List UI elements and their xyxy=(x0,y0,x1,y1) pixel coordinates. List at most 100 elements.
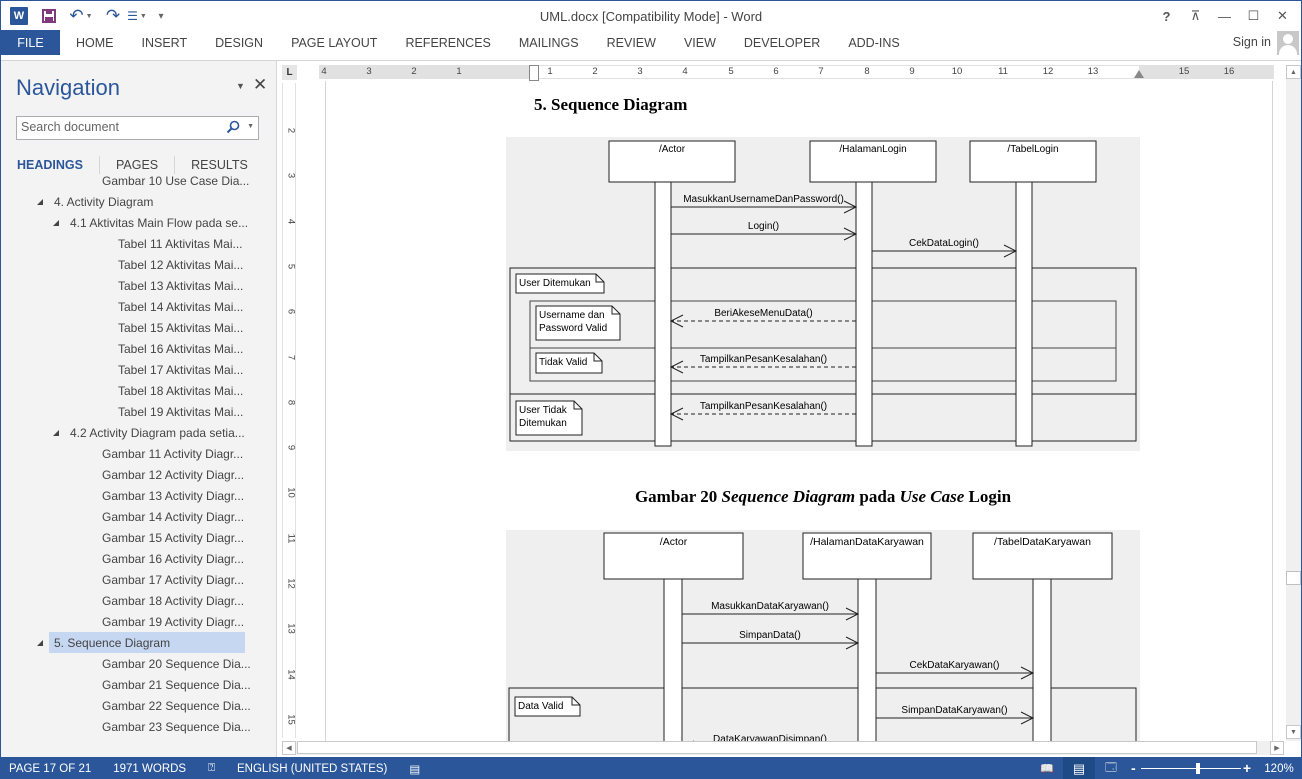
numbering-button[interactable]: ☰▼ xyxy=(125,6,149,26)
zoom-level[interactable]: 120% xyxy=(1264,762,1294,775)
nav-heading-item[interactable]: 4. Activity Diagram xyxy=(49,191,158,212)
horizontal-scrollbar[interactable]: ◀ ▶ xyxy=(282,741,1284,755)
tab-pages[interactable]: PAGES xyxy=(115,158,159,172)
tab-results[interactable]: RESULTS xyxy=(191,158,248,172)
search-options-dropdown-icon[interactable]: ▼ xyxy=(247,123,254,130)
numbering-dropdown-icon[interactable]: ▼ xyxy=(139,12,147,20)
collapse-triangle-icon[interactable] xyxy=(37,640,43,646)
read-mode-button[interactable]: 📖 xyxy=(1031,757,1063,779)
scroll-left-button[interactable]: ◀ xyxy=(282,741,296,755)
sequence-diagram-karyawan[interactable]: /Actor/HalamanDataKaryawan/TabelDataKary… xyxy=(506,530,1140,741)
tab-file[interactable]: FILE xyxy=(1,30,60,55)
search-icon[interactable] xyxy=(226,120,240,134)
ruler-tick-label: 6 xyxy=(285,309,297,315)
document-area: 5. Sequence Diagram /Actor/HalamanLogin/… xyxy=(298,81,1274,741)
undo-button[interactable]: ↶▼ xyxy=(69,6,93,26)
scroll-down-button[interactable]: ▼ xyxy=(1286,725,1301,739)
web-layout-button[interactable]: 🗔 xyxy=(1095,757,1127,779)
quick-access-toolbar: W ↶▼ ↷ ☰▼ ▾ xyxy=(7,6,173,26)
nav-heading-item[interactable]: Gambar 13 Activity Diagr... xyxy=(97,485,249,506)
nav-heading-item[interactable]: Gambar 15 Activity Diagr... xyxy=(97,527,249,548)
sign-in-link[interactable]: Sign in xyxy=(1232,35,1271,49)
print-layout-button[interactable]: ▤ xyxy=(1063,757,1095,779)
tab-view[interactable]: VIEW xyxy=(683,35,716,50)
tab-home[interactable]: HOME xyxy=(76,35,114,50)
nav-heading-item[interactable]: 5. Sequence Diagram xyxy=(49,632,245,653)
nav-heading-item[interactable]: Tabel 14 Aktivitas Mai... xyxy=(113,296,248,317)
zoom-slider-thumb[interactable] xyxy=(1196,763,1200,774)
nav-heading-item[interactable]: Gambar 21 Sequence Dia... xyxy=(97,674,256,695)
nav-heading-item[interactable]: Gambar 20 Sequence Dia... xyxy=(97,653,256,674)
tab-developer[interactable]: DEVELOPER xyxy=(743,35,821,50)
navigation-scrollbar[interactable] xyxy=(271,61,276,758)
search-document-input[interactable] xyxy=(17,117,217,137)
horizontal-scroll-thumb[interactable] xyxy=(297,741,1257,754)
nav-heading-item[interactable]: Tabel 18 Aktivitas Mai... xyxy=(113,380,248,401)
nav-heading-item[interactable]: Gambar 14 Activity Diagr... xyxy=(97,506,249,527)
nav-heading-item[interactable]: Gambar 22 Sequence Dia... xyxy=(97,695,256,716)
nav-heading-item[interactable]: Tabel 12 Aktivitas Mai... xyxy=(113,254,248,275)
proofing-icon[interactable]: ⍰ xyxy=(208,762,216,774)
maximize-button[interactable]: ☐ xyxy=(1239,5,1268,27)
save-button[interactable] xyxy=(37,6,61,26)
close-button[interactable]: ✕ xyxy=(1268,5,1297,27)
help-button[interactable]: ? xyxy=(1152,5,1181,27)
ribbon-display-options-button[interactable]: ⊼ xyxy=(1181,5,1210,27)
language-indicator[interactable]: ENGLISH (UNITED STATES) xyxy=(237,762,388,775)
nav-heading-item[interactable]: Tabel 15 Aktivitas Mai... xyxy=(113,317,248,338)
tab-insert[interactable]: INSERT xyxy=(141,35,188,50)
tab-add-ins[interactable]: ADD-INS xyxy=(848,35,900,50)
tab-selector-button[interactable]: L xyxy=(282,65,297,80)
undo-dropdown-icon[interactable]: ▼ xyxy=(85,12,93,20)
zoom-slider[interactable]: - + xyxy=(1131,757,1251,779)
scroll-up-button[interactable]: ▲ xyxy=(1286,65,1301,79)
indent-marker[interactable] xyxy=(529,65,539,81)
pane-close-button[interactable]: ✕ xyxy=(253,75,268,94)
macro-recording-icon[interactable]: ▤ xyxy=(409,763,421,776)
fragment-note-box xyxy=(535,305,621,341)
nav-heading-item[interactable]: Tabel 11 Aktivitas Mai... xyxy=(113,233,248,254)
nav-heading-item[interactable]: Gambar 10 Use Case Dia... xyxy=(97,170,254,191)
customize-qat-button[interactable]: ▾ xyxy=(149,6,173,26)
tab-design[interactable]: DESIGN xyxy=(215,35,264,50)
nav-heading-item[interactable]: Gambar 12 Activity Diagr... xyxy=(97,464,249,485)
collapse-triangle-icon[interactable] xyxy=(53,430,59,436)
vertical-scroll-thumb[interactable] xyxy=(1286,571,1301,585)
tab-mailings[interactable]: MAILINGS xyxy=(518,35,579,50)
nav-heading-item[interactable]: Tabel 19 Aktivitas Mai... xyxy=(113,401,248,422)
nav-heading-item[interactable]: Gambar 17 Activity Diagr... xyxy=(97,569,249,590)
word-app-icon[interactable]: W xyxy=(7,6,31,26)
nav-heading-item[interactable]: 4.1 Aktivitas Main Flow pada se... xyxy=(65,212,253,233)
collapse-triangle-icon[interactable] xyxy=(37,199,43,205)
nav-heading-item[interactable]: Gambar 18 Activity Diagr... xyxy=(97,590,249,611)
tab-review[interactable]: REVIEW xyxy=(606,35,656,50)
redo-button[interactable]: ↷ xyxy=(101,6,125,26)
nav-heading-item[interactable]: Gambar 16 Activity Diagr... xyxy=(97,548,249,569)
tab-references[interactable]: REFERENCES xyxy=(405,35,491,50)
zoom-in-button[interactable]: + xyxy=(1242,760,1251,776)
tab-page-layout[interactable]: PAGE LAYOUT xyxy=(291,35,378,50)
nav-heading-item[interactable]: Tabel 17 Aktivitas Mai... xyxy=(113,359,248,380)
page-count[interactable]: PAGE 17 OF 21 xyxy=(9,762,92,775)
scroll-right-button[interactable]: ▶ xyxy=(1270,741,1284,755)
nav-heading-item[interactable]: Tabel 16 Aktivitas Mai... xyxy=(113,338,248,359)
tab-headings[interactable]: HEADINGS xyxy=(17,158,83,172)
word-count[interactable]: 1971 WORDS xyxy=(113,762,187,775)
nav-heading-item[interactable]: 4.2 Activity Diagram pada setia... xyxy=(65,422,250,443)
right-indent-marker[interactable] xyxy=(1134,70,1144,78)
zoom-out-button[interactable]: - xyxy=(1131,760,1136,776)
ruler-tick-label: 5 xyxy=(728,66,734,77)
vertical-scrollbar[interactable]: ▲ ▼ xyxy=(1286,65,1301,741)
collapse-triangle-icon[interactable] xyxy=(53,220,59,226)
pane-options-button[interactable]: ▼ xyxy=(236,81,245,91)
tab-divider xyxy=(174,156,176,174)
nav-heading-item[interactable]: Gambar 11 Activity Diagr... xyxy=(97,443,248,464)
nav-heading-item[interactable]: Tabel 13 Aktivitas Mai... xyxy=(113,275,248,296)
nav-heading-item[interactable]: Gambar 19 Activity Diagr... xyxy=(97,611,249,632)
user-avatar-icon[interactable] xyxy=(1277,31,1299,55)
nav-heading-item[interactable]: Gambar 23 Sequence Dia... xyxy=(97,716,256,737)
minimize-button[interactable]: — xyxy=(1210,5,1239,27)
